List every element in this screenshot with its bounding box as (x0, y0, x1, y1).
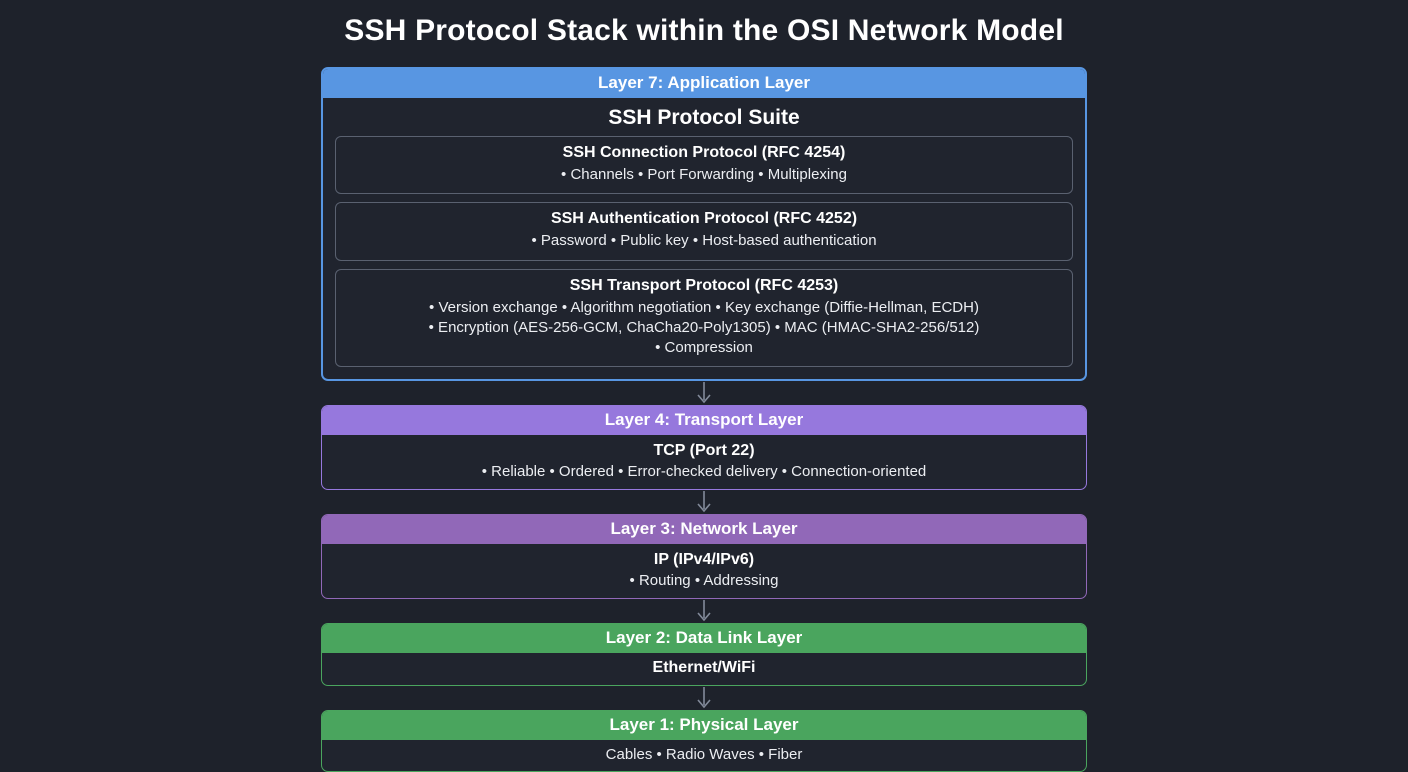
layer2-datalink-box: Layer 2: Data Link Layer Ethernet/WiFi (321, 623, 1087, 687)
protocol-title: SSH Authentication Protocol (RFC 4252) (550, 210, 858, 228)
layer3-header: Layer 3: Network Layer (322, 515, 1086, 545)
ssh-connection-protocol-box: SSH Connection Protocol (RFC 4254) • Cha… (335, 136, 1073, 195)
layer4-title: TCP (Port 22) (653, 442, 755, 460)
layer3-title: IP (IPv4/IPv6) (653, 551, 755, 569)
ssh-authentication-protocol-box: SSH Authentication Protocol (RFC 4252) •… (335, 202, 1073, 261)
layer4-detail: • Reliable • Ordered • Error-checked del… (481, 463, 927, 481)
layer4-transport-box: Layer 4: Transport Layer TCP (Port 22) •… (321, 405, 1087, 491)
protocol-detail: • Version exchange • Algorithm negotiati… (429, 298, 979, 316)
layer1-physical-box: Layer 1: Physical Layer Cables • Radio W… (321, 710, 1087, 772)
down-arrow-icon (321, 490, 1087, 514)
protocol-detail: • Compression (655, 339, 753, 356)
ssh-suite-title: SSH Protocol Suite (608, 106, 800, 129)
down-arrow-icon (321, 599, 1087, 623)
down-arrow-icon (321, 381, 1087, 405)
ssh-transport-protocol-box: SSH Transport Protocol (RFC 4253) • Vers… (335, 268, 1073, 368)
layer3-detail: • Routing • Addressing (629, 572, 779, 590)
layer1-detail: Cables • Radio Waves • Fiber (605, 746, 803, 764)
layer4-header: Layer 4: Transport Layer (322, 406, 1086, 436)
protocol-detail: • Password • Public key • Host-based aut… (531, 232, 877, 250)
layer3-network-box: Layer 3: Network Layer IP (IPv4/IPv6) • … (321, 514, 1087, 600)
layer2-title: Ethernet/WiFi (652, 659, 756, 677)
layer7-header: Layer 7: Application Layer (323, 69, 1085, 98)
osi-stack: Layer 7: Application Layer SSH Protocol … (321, 67, 1087, 772)
layer1-header: Layer 1: Physical Layer (322, 711, 1086, 741)
down-arrow-icon (321, 686, 1087, 710)
protocol-detail: • Channels • Port Forwarding • Multiplex… (561, 166, 847, 183)
protocol-title: SSH Transport Protocol (RFC 4253) (569, 276, 839, 294)
protocol-title: SSH Connection Protocol (RFC 4254) (562, 144, 846, 161)
protocol-detail: • Encryption (AES-256-GCM, ChaCha20-Poly… (428, 318, 980, 336)
layer7-application-box: Layer 7: Application Layer SSH Protocol … (321, 67, 1087, 382)
page-title: SSH Protocol Stack within the OSI Networ… (344, 14, 1064, 47)
layer2-header: Layer 2: Data Link Layer (322, 624, 1086, 654)
